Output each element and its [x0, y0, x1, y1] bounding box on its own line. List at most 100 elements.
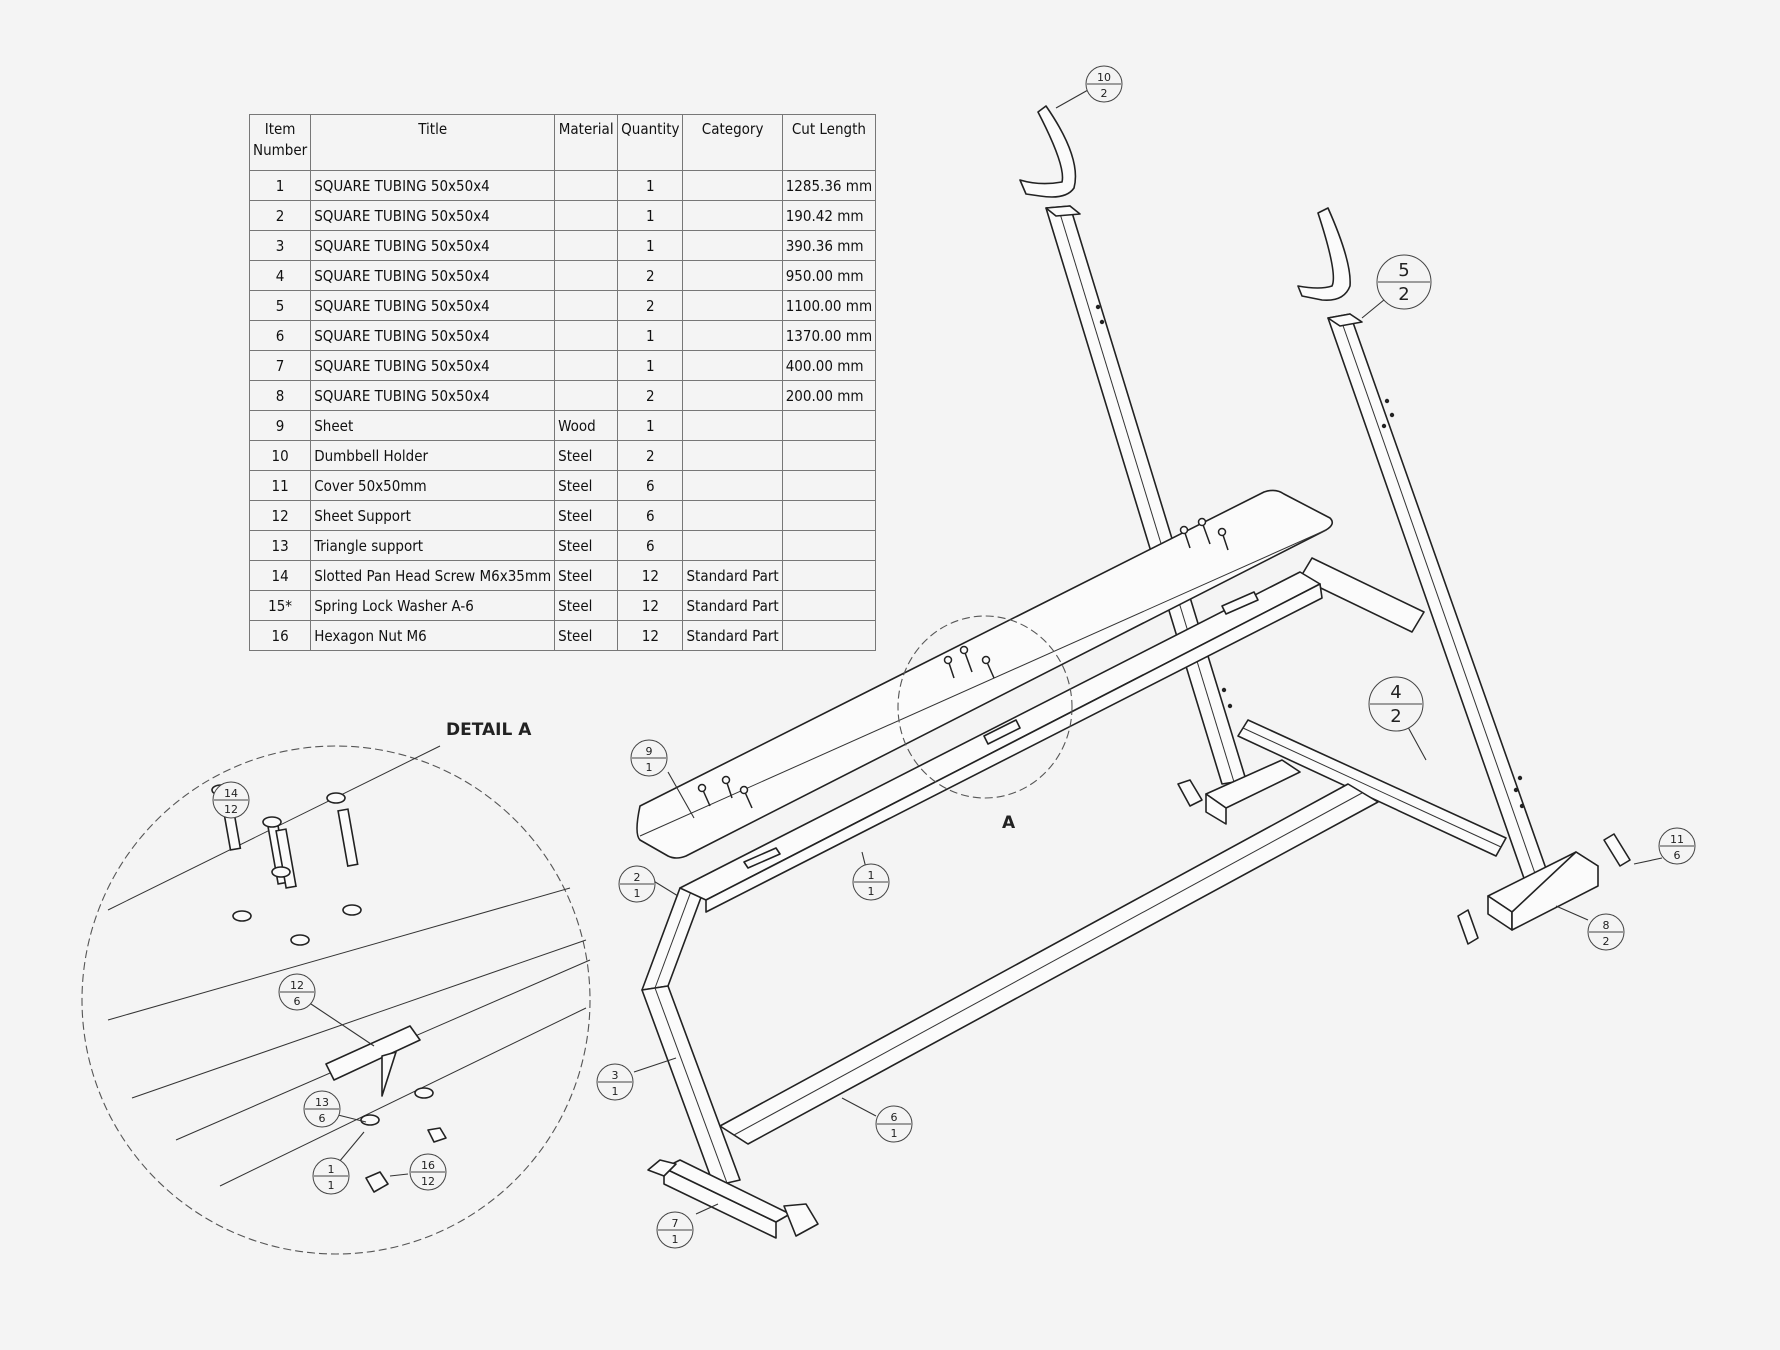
svg-text:13: 13	[315, 1096, 329, 1109]
balloon-4: 42	[1368, 676, 1424, 732]
sheet-supports	[743, 591, 1259, 869]
svg-text:10: 10	[1097, 71, 1111, 84]
category-cell	[682, 290, 783, 321]
svg-text:12: 12	[421, 1175, 435, 1188]
quantity-cell: 1	[617, 350, 684, 381]
balloon-detail-1: 11	[312, 1157, 350, 1195]
material-cell	[554, 290, 619, 321]
cut-length-cell: 1100.00 mm	[781, 290, 877, 321]
svg-text:3: 3	[612, 1069, 619, 1082]
title-cell: SQUARE TUBING 50x50x4	[310, 290, 556, 321]
detail-a-marker: A	[1002, 813, 1016, 833]
item-number-cell: 5	[248, 290, 312, 321]
svg-text:6: 6	[1674, 849, 1681, 862]
cut-length-cell: 950.00 mm	[781, 260, 877, 291]
svg-text:16: 16	[421, 1159, 435, 1172]
category-cell	[682, 530, 783, 561]
title-cell: Triangle support	[310, 530, 556, 561]
quantity-cell: 1	[617, 410, 684, 441]
title-cell: SQUARE TUBING 50x50x4	[310, 320, 556, 351]
title-cell: SQUARE TUBING 50x50x4	[310, 200, 556, 231]
material-cell	[554, 200, 619, 231]
bom-header-row: Item Number Title Material Quantity Cate…	[248, 114, 877, 171]
balloon-1: 11	[852, 863, 890, 901]
title-cell: Dumbbell Holder	[310, 440, 556, 471]
header-item-number: Item Number	[248, 114, 312, 171]
item-number-cell: 14	[248, 560, 312, 591]
quantity-cell: 2	[617, 260, 684, 291]
quantity-cell: 2	[617, 290, 684, 321]
bench-bolts	[697, 517, 1229, 809]
title-cell: SQUARE TUBING 50x50x4	[310, 170, 556, 201]
title-cell: Slotted Pan Head Screw M6x35mm	[310, 560, 556, 591]
cut-length-cell: 190.42 mm	[781, 200, 877, 231]
item-number-cell: 15*	[248, 590, 312, 621]
svg-text:12: 12	[224, 803, 238, 816]
header-title: Title	[310, 114, 556, 171]
balloon-11: 116	[1658, 827, 1696, 865]
cut-length-cell: 200.00 mm	[781, 380, 877, 411]
svg-text:7: 7	[672, 1217, 679, 1230]
cross-member-upper	[1299, 557, 1425, 633]
svg-text:1: 1	[672, 1233, 679, 1246]
title-cell: SQUARE TUBING 50x50x4	[310, 260, 556, 291]
item-number-cell: 2	[248, 200, 312, 231]
quantity-cell: 1	[617, 230, 684, 261]
cut-length-cell	[781, 410, 877, 441]
material-cell: Steel	[554, 620, 619, 651]
balloon-8: 82	[1587, 913, 1625, 951]
quantity-cell: 2	[617, 380, 684, 411]
category-cell	[682, 440, 783, 471]
category-cell	[682, 350, 783, 381]
detail-a-title: DETAIL A	[446, 720, 532, 740]
item-number-cell: 4	[248, 260, 312, 291]
balloon-7: 71	[656, 1211, 694, 1249]
quantity-cell: 1	[617, 320, 684, 351]
svg-text:2: 2	[1398, 284, 1409, 305]
title-cell: Sheet	[310, 410, 556, 441]
dumbbell-holder-left	[1019, 105, 1077, 198]
item-number-cell: 16	[248, 620, 312, 651]
svg-text:11: 11	[1670, 833, 1684, 846]
title-cell: Sheet Support	[310, 500, 556, 531]
title-cell: SQUARE TUBING 50x50x4	[310, 380, 556, 411]
category-cell: Standard Part	[682, 620, 783, 651]
svg-text:8: 8	[1603, 919, 1610, 932]
balloon-6: 61	[875, 1105, 913, 1143]
cut-length-cell: 1285.36 mm	[781, 170, 877, 201]
svg-text:4: 4	[1390, 682, 1401, 703]
svg-text:1: 1	[634, 887, 641, 900]
detail-a-view: DETAIL A	[81, 720, 591, 1255]
cut-length-cell	[781, 470, 877, 501]
material-cell	[554, 230, 619, 261]
title-cell: Cover 50x50mm	[310, 470, 556, 501]
title-cell: Hexagon Nut M6	[310, 620, 556, 651]
material-cell: Steel	[554, 590, 619, 621]
title-cell: SQUARE TUBING 50x50x4	[310, 230, 556, 261]
svg-text:6: 6	[319, 1112, 326, 1125]
item-number-cell: 3	[248, 230, 312, 261]
svg-text:5: 5	[1398, 260, 1409, 281]
quantity-cell: 2	[617, 440, 684, 471]
material-cell	[554, 260, 619, 291]
cut-length-cell: 390.36 mm	[781, 230, 877, 261]
header-cut-length: Cut Length	[781, 114, 877, 171]
title-cell: SQUARE TUBING 50x50x4	[310, 350, 556, 381]
material-cell: Steel	[554, 440, 619, 471]
category-cell	[682, 320, 783, 351]
material-cell: Steel	[554, 470, 619, 501]
item-number-cell: 11	[248, 470, 312, 501]
header-quantity: Quantity	[617, 114, 684, 171]
svg-text:6: 6	[891, 1111, 898, 1124]
quantity-cell: 12	[617, 620, 684, 651]
